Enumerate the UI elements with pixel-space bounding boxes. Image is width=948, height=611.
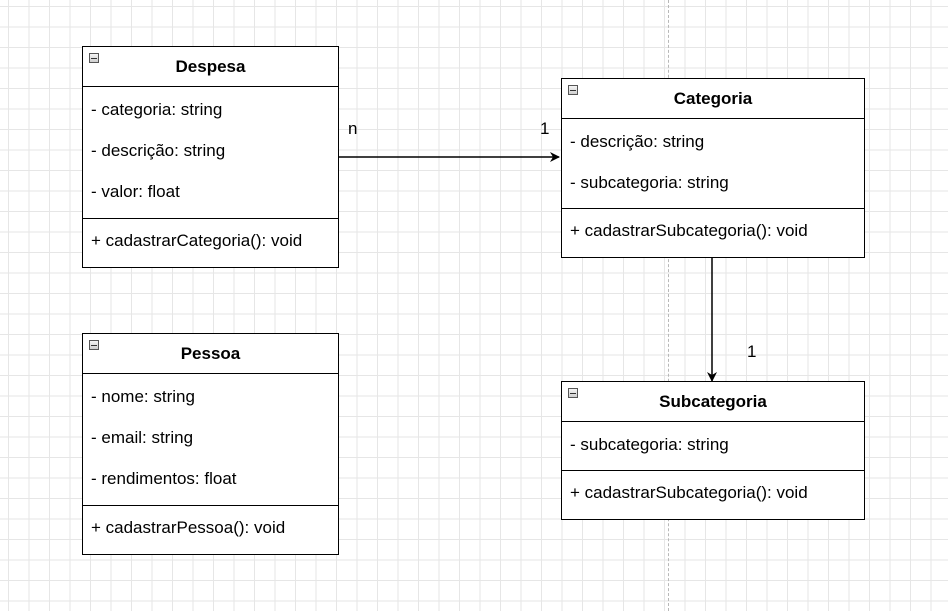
collapse-icon[interactable] — [89, 53, 99, 63]
attribute: - subcategoria: string — [570, 172, 729, 192]
attribute-compartment: - descrição: string - subcategoria: stri… — [562, 119, 864, 209]
attribute-compartment: - categoria: string - descrição: string … — [83, 87, 338, 219]
attribute: - valor: float — [91, 182, 180, 202]
class-title: Despesa — [175, 56, 246, 76]
attribute: - rendimentos: float — [91, 469, 237, 489]
attribute-compartment: - nome: string - email: string - rendime… — [83, 374, 338, 506]
class-header: Subcategoria — [562, 382, 864, 422]
class-categoria[interactable]: Categoria - descrição: string - subcateg… — [561, 78, 865, 258]
class-despesa[interactable]: Despesa - categoria: string - descrição:… — [82, 46, 339, 268]
method-compartment: + cadastrarPessoa(): void — [83, 506, 338, 550]
method-compartment: + cadastrarCategoria(): void — [83, 219, 338, 263]
attribute-compartment: - subcategoria: string — [562, 422, 864, 471]
collapse-icon[interactable] — [89, 340, 99, 350]
class-title: Categoria — [673, 88, 753, 108]
attribute: - categoria: string — [91, 99, 223, 119]
method: + cadastrarSubcategoria(): void — [570, 221, 808, 240]
page-guide-line — [668, 0, 669, 611]
multiplicity-despesa-side: n — [348, 119, 358, 138]
multiplicity-categoria-side: 1 — [540, 119, 550, 138]
multiplicity-subcategoria-side: 1 — [747, 342, 757, 361]
method: + cadastrarPessoa(): void — [91, 518, 286, 537]
class-subcategoria[interactable]: Subcategoria - subcategoria: string + ca… — [561, 381, 865, 520]
class-header: Pessoa — [83, 334, 338, 374]
method-compartment: + cadastrarSubcategoria(): void — [562, 471, 864, 515]
collapse-icon[interactable] — [568, 388, 578, 398]
class-pessoa[interactable]: Pessoa - nome: string - email: string - … — [82, 333, 339, 555]
method: + cadastrarCategoria(): void — [91, 231, 303, 250]
class-title: Pessoa — [180, 343, 241, 363]
attribute: - email: string — [91, 427, 194, 447]
attribute: - descrição: string — [91, 140, 226, 160]
attribute: - nome: string — [91, 386, 195, 406]
attribute: - subcategoria: string — [570, 434, 729, 454]
collapse-icon[interactable] — [568, 85, 578, 95]
attribute: - descrição: string — [570, 131, 705, 151]
method: + cadastrarSubcategoria(): void — [570, 483, 808, 502]
class-header: Categoria — [562, 79, 864, 119]
class-title: Subcategoria — [659, 391, 767, 411]
class-header: Despesa — [83, 47, 338, 87]
method-compartment: + cadastrarSubcategoria(): void — [562, 209, 864, 253]
